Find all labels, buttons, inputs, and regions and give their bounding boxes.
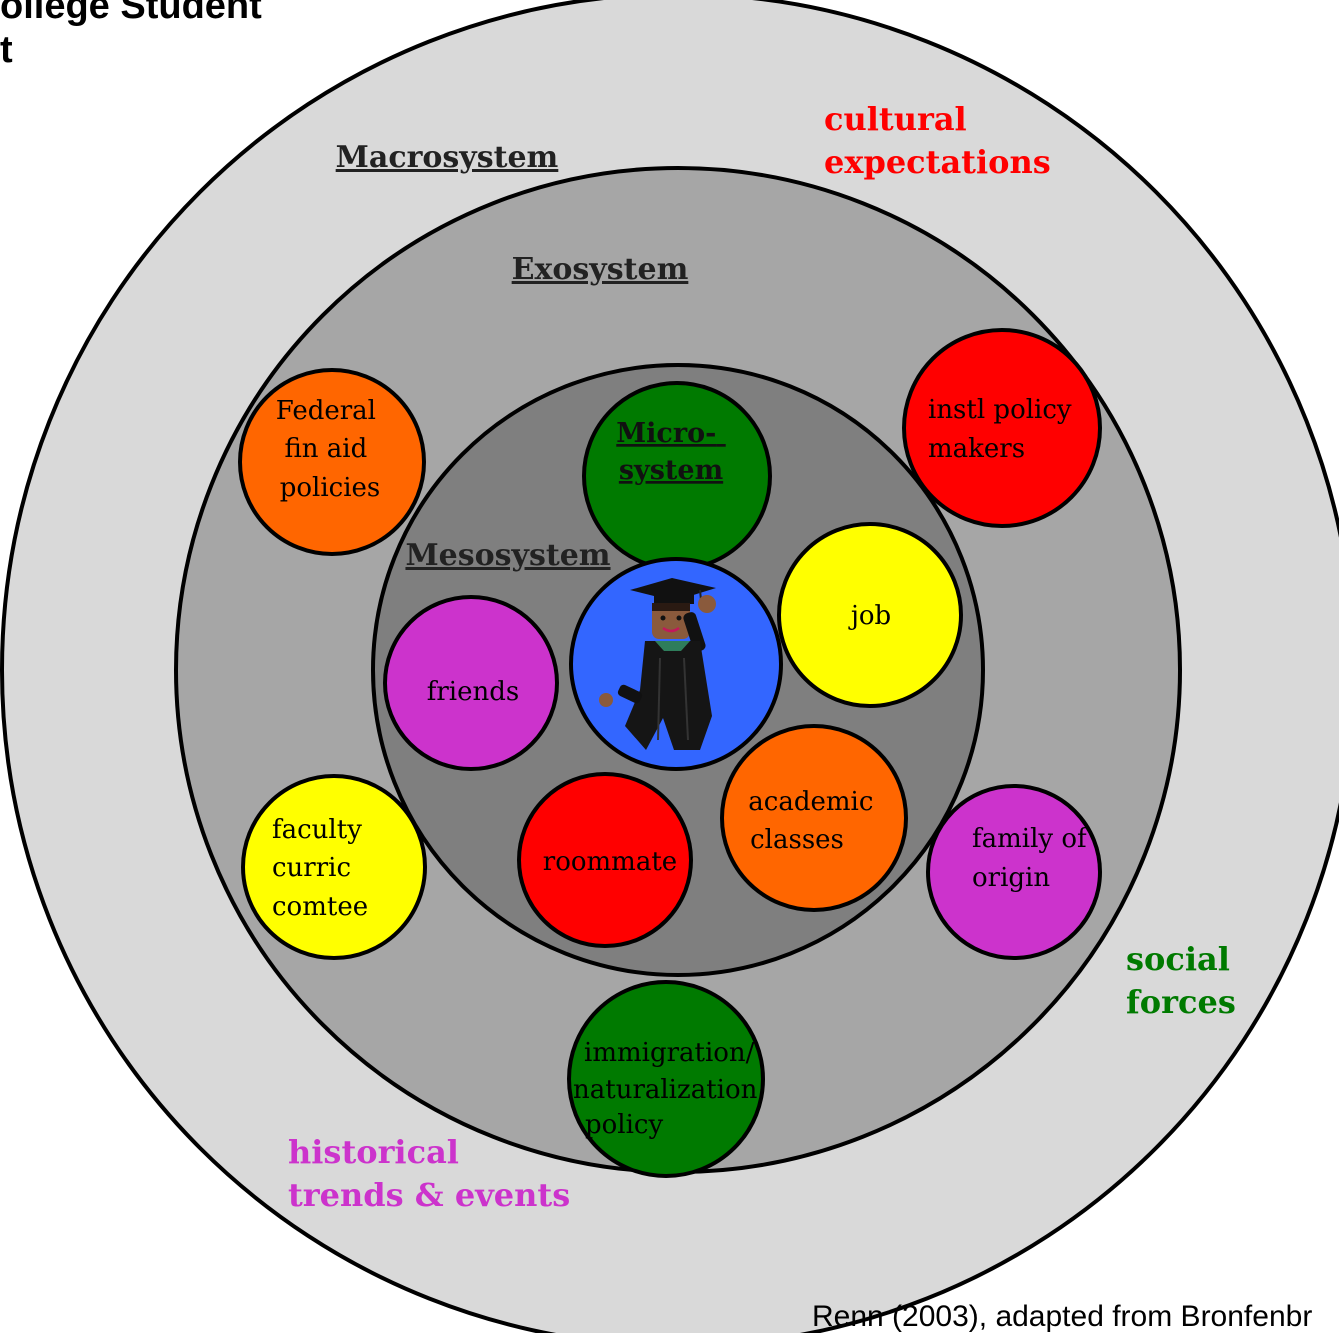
cultural-expectations-label: cultural expectations	[824, 100, 1051, 181]
svg-text:roommate: roommate	[543, 847, 677, 877]
exosystem-label: Exosystem	[512, 252, 689, 287]
page-title: ollege Student t	[0, 0, 262, 72]
academic-classes-node: academic classes	[720, 724, 908, 912]
citation-text: Renn (2003), adapted from Bronfenbr	[812, 1300, 1313, 1333]
job-node: job	[777, 522, 963, 708]
title-line-1: ollege Student	[0, 0, 262, 27]
immigration-policy-node: immigration/ naturalization policy	[567, 980, 766, 1178]
historical-trends-label: historical trends & events	[288, 1133, 570, 1214]
svg-text:friends: friends	[427, 677, 520, 707]
microsystem-node: Micro- system	[582, 381, 772, 571]
friends-node: friends	[383, 595, 559, 771]
social-forces-label: social forces	[1126, 940, 1241, 1021]
title-line-2: t	[0, 29, 13, 71]
svg-text:Federal fin aid po: Federal fin aid policies	[276, 396, 385, 503]
instl-policy-makers-node: instl policy makers	[902, 328, 1102, 528]
svg-text:immigration/ naturalizat: immigration/ naturalization policy	[573, 1038, 766, 1140]
svg-text:faculty curric com: faculty curric comtee	[272, 815, 370, 922]
svg-text:academic classes: academic classes	[748, 787, 881, 855]
faculty-curric-comtee-node: faculty curric comtee	[241, 774, 427, 960]
student-node	[569, 557, 783, 771]
federal-fin-aid-node: Federal fin aid policies	[238, 368, 426, 556]
family-of-origin-node: family of origin	[926, 784, 1102, 960]
svg-text:instl policy makers: instl policy makers	[928, 395, 1080, 464]
svg-text:job: job	[848, 601, 891, 631]
macrosystem-label: Macrosystem	[336, 140, 559, 175]
roommate-node: roommate	[517, 772, 693, 948]
svg-text:family of origin: family of origin	[972, 824, 1095, 893]
graduate-figure-icon	[599, 578, 716, 750]
svg-text:Micro- system: Micro- system	[616, 418, 725, 486]
mesosystem-label: Mesosystem	[405, 538, 610, 573]
